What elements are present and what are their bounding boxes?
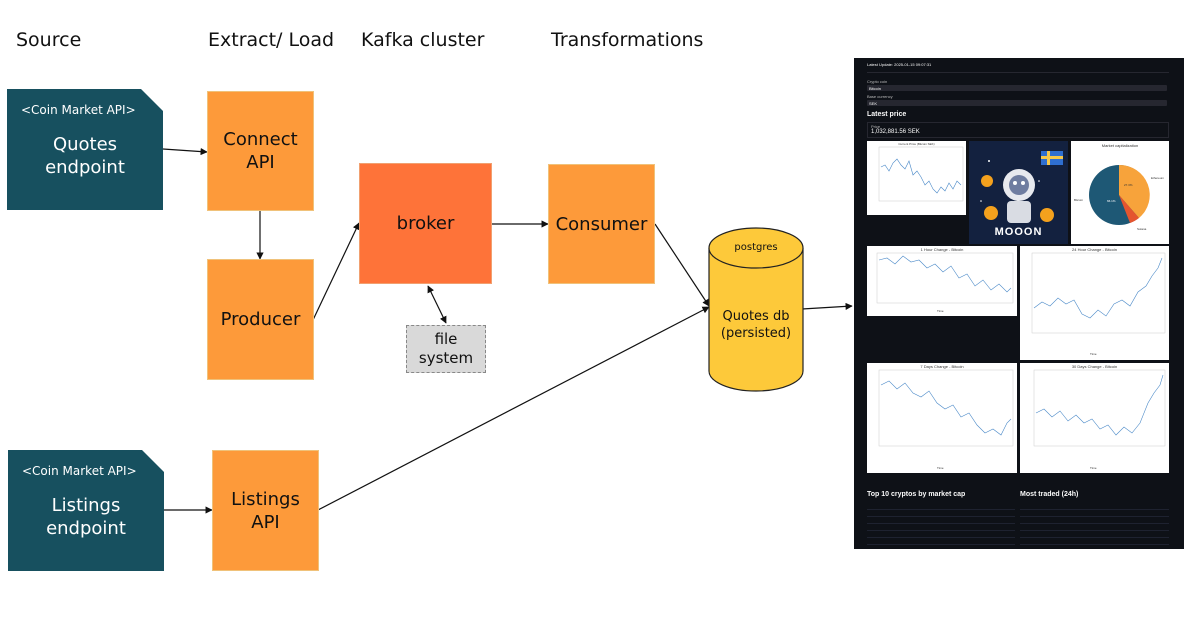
table-row [1020,524,1169,531]
producer-box: Producer [207,259,314,380]
listings-endpoint-card: <Coin Market API> Listings endpoint [8,450,164,571]
dashboard-divider [867,72,1169,73]
consumer-box: Consumer [548,164,655,284]
market-cap-pie-chart: Market capitalization 66.1% 27.3% Bitcoi… [1071,141,1169,244]
chart-1h-title: 1 Hour Change - Bitcoin [920,247,964,252]
arrow-listings-to-db [317,306,710,511]
table-row [867,531,1015,538]
table-row [867,538,1015,545]
file-system-box: file system [406,325,486,373]
chart-7d-xlabel: Time [937,466,944,470]
connect-api-line1: Connect [223,129,298,150]
column-title-kafka: Kafka cluster [361,29,485,51]
connect-api-box: Connect API [207,91,314,211]
pie-label-ethereum: Ethereum [1151,176,1165,180]
table-row [1020,503,1169,510]
file-system-line2: system [418,349,474,367]
pie-chart-title: Market capitalization [1101,143,1139,148]
pie-slice-ethereum [1119,164,1150,218]
chart-24h-title: 24 Hour Change - Bitcoin [1072,247,1117,252]
currency-select[interactable]: SEK [867,100,1167,106]
listings-endpoint-line1: Listings [51,495,121,516]
chart-7d-title: 7 Days Change - Bitcoin [920,364,964,369]
database-cylinder [708,227,804,392]
pie-pct-bitcoin: 66.1% [1107,199,1116,203]
currency-select-label: Base currency [867,94,893,99]
table-row [867,517,1015,524]
arrow-quotes-to-connect [162,147,208,156]
price-metric-value: 1,032,881.56 SEK [871,129,920,135]
db-label-line1: Quotes db [722,309,790,324]
arrow-producer-to-broker [312,222,360,321]
currency-select-value: SEK [869,101,878,106]
chart-30d-xlabel: Time [1090,466,1097,470]
listings-endpoint-line2: endpoint [46,518,126,539]
file-system-line1: file [434,330,458,348]
arrow-broker-filesystem [427,285,447,324]
table-row [867,503,1015,510]
pie-slice-solana [1119,195,1139,223]
quotes-endpoint-line2: endpoint [45,157,125,178]
quotes-endpoint-small: <Coin Market API> [21,103,136,117]
listings-api-line2: API [251,511,280,533]
latest-price-heading: Latest price [867,111,907,118]
table2-title: Most traded (24h) [1020,491,1079,498]
db-tag: postgres [734,242,778,253]
table-row [867,510,1015,517]
moon-logo-text: MOOON [994,226,1043,238]
table2 [1020,503,1169,549]
chart-7d-change: 7 Days Change - Bitcoin Time [867,363,1017,473]
chart-24h-xlabel: Time [1090,352,1097,356]
producer-label: Producer [220,309,301,330]
chart-1h-change: 1 Hour Change - Bitcoin Time [867,246,1017,316]
arrow-consumer-to-db [654,223,710,307]
crypto-select[interactable]: Bitcoin [867,85,1167,91]
quotes-endpoint-line1: Quotes [52,134,118,155]
arrow-db-to-dashboard [801,302,853,310]
broker-label: broker [396,213,455,234]
dashboard-screenshot: Latest Update: 2025-01-15 09:07:31 Crypt… [854,58,1184,549]
table-row [1020,531,1169,538]
chart-1h-xlabel: Time [937,309,944,313]
listings-api-box: Listings API [212,450,319,571]
moon-logo-image: MOOON [969,141,1068,244]
quotes-endpoint-card: <Coin Market API> Quotes endpoint [7,89,163,210]
chart-30d-change: 30 Days Change - Bitcoin Time [1020,363,1169,473]
broker-box: broker [359,163,492,284]
current-price-chart: Current Price (Bitcoin SEK) [867,141,966,215]
crypto-select-label: Crypto coin [867,79,888,84]
column-title-extract-load: Extract/ Load [208,29,335,51]
pie-label-solana: Solana [1137,227,1147,231]
connect-api-line2: API [246,152,275,173]
table1-title: Top 10 cryptos by market cap [867,491,966,498]
db-label-line2: (persisted) [720,326,792,341]
listings-api-line1: Listings [231,488,300,510]
consumer-label: Consumer [555,213,648,235]
pie-pct-ethereum: 27.3% [1124,183,1133,187]
price-metric-label: Price [871,124,881,129]
listings-endpoint-small: <Coin Market API> [22,464,137,478]
price-metric-card: Price 1,032,881.56 SEK [867,122,1169,138]
chart-30d-title: 30 Days Change - Bitcoin [1071,364,1118,369]
current-price-chart-title: Current Price (Bitcoin SEK) [898,142,935,146]
dashboard-update-text: Latest Update: 2025-01-15 09:07:31 [867,62,932,67]
table-row [1020,538,1169,545]
table1 [867,503,1015,549]
db-label: Quotes db (persisted) [706,308,806,342]
chart-24h-change: 24 Hour Change - Bitcoin Time [1020,246,1169,360]
column-title-source: Source [16,29,82,51]
crypto-select-value: Bitcoin [869,86,882,91]
column-title-transformations: Transformations [551,29,704,51]
table-row [1020,510,1169,517]
table-row [1020,517,1169,524]
pie-label-bitcoin: Bitcoin [1074,198,1084,202]
table-row [867,524,1015,531]
